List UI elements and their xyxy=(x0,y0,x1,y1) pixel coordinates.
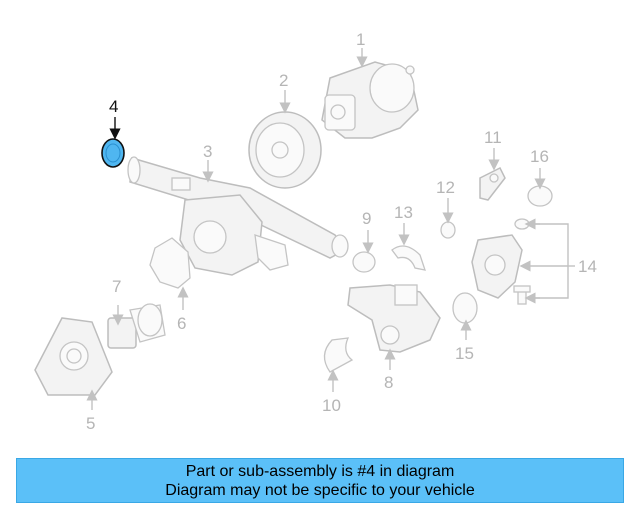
info-banner: Part or sub-assembly is #4 in diagram Di… xyxy=(16,458,624,503)
part-8-coolant-flange[interactable] xyxy=(347,284,441,353)
part-7-thermostat[interactable] xyxy=(107,303,166,349)
callout-8[interactable]: 8 xyxy=(384,373,393,392)
callout-7[interactable]: 7 xyxy=(112,277,121,296)
callout-3[interactable]: 3 xyxy=(203,142,212,161)
part-16-o-ring[interactable] xyxy=(527,185,553,207)
banner-line-2: Diagram may not be specific to your vehi… xyxy=(165,482,475,499)
callout-13[interactable]: 13 xyxy=(394,203,413,222)
part-1-water-pump[interactable] xyxy=(321,61,419,139)
callout-5[interactable]: 5 xyxy=(86,414,95,433)
banner-line-1: Part or sub-assembly is #4 in diagram xyxy=(185,463,455,480)
part-6-gasket[interactable] xyxy=(149,237,191,289)
callout-16[interactable]: 16 xyxy=(530,147,549,166)
part-12-washer[interactable] xyxy=(440,221,456,239)
part-4-seal-highlighted[interactable] xyxy=(101,138,125,168)
part-3-coolant-pipe[interactable] xyxy=(127,156,349,276)
callout-6[interactable]: 6 xyxy=(177,314,186,333)
callout-11[interactable]: 11 xyxy=(484,128,502,147)
parts-diagram: 1 2 3 4 5 6 7 xyxy=(34,30,597,433)
callout-15[interactable]: 15 xyxy=(455,344,474,363)
part-5-thermostat-cover[interactable] xyxy=(34,317,113,396)
callout-4[interactable]: 4 xyxy=(109,97,118,116)
part-13-retaining-clip[interactable] xyxy=(391,245,426,271)
callout-2[interactable]: 2 xyxy=(279,71,288,90)
callout-1[interactable]: 1 xyxy=(356,30,365,49)
callout-14[interactable]: 14 xyxy=(578,257,597,276)
part-11-sensor[interactable] xyxy=(479,166,506,201)
part-2-pulley[interactable] xyxy=(248,111,322,189)
callout-12[interactable]: 12 xyxy=(436,178,455,197)
callout-10[interactable]: 10 xyxy=(322,396,341,415)
part-14-flange-assembly[interactable] xyxy=(471,218,531,305)
callout-9[interactable]: 9 xyxy=(362,209,371,228)
part-15-gasket-ring[interactable] xyxy=(452,292,478,324)
part-10-clip[interactable] xyxy=(323,337,354,373)
part-9-o-ring[interactable] xyxy=(352,251,376,273)
